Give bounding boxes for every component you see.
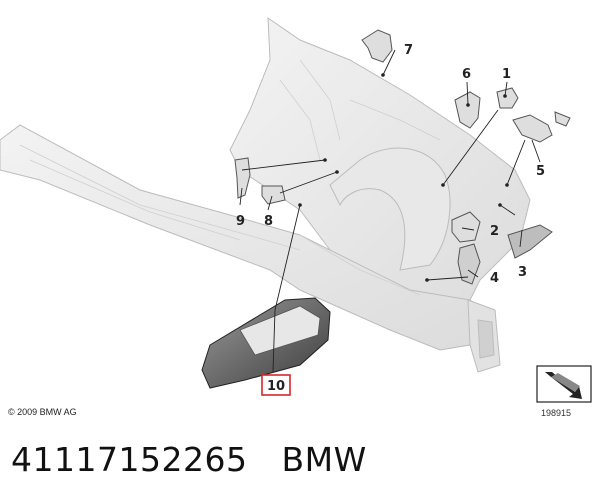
body-structure <box>0 17 531 373</box>
part-10-reinforcement <box>201 297 331 389</box>
callout-10: 10 <box>267 379 285 394</box>
callout-3: 3 <box>518 265 527 280</box>
callout-4: 4 <box>490 271 499 286</box>
footer-caption: 41117152265 BMW <box>11 440 367 479</box>
body-detail-lines <box>19 59 441 296</box>
callout-1: 1 <box>502 67 511 82</box>
callout-2: 2 <box>490 224 499 239</box>
part-number: 41117152265 <box>11 440 248 479</box>
callout-10-highlight-box <box>261 374 291 396</box>
direction-arrow-icon <box>536 365 592 403</box>
callout-5: 5 <box>536 164 545 179</box>
parts-diagram: 1 2 3 4 5 6 7 8 9 10 <box>0 17 592 403</box>
callout-9: 9 <box>236 214 245 229</box>
leader-lines <box>239 49 541 373</box>
bracket-parts <box>234 29 571 285</box>
callout-7: 7 <box>404 43 413 58</box>
callout-8: 8 <box>264 214 273 229</box>
diagram-number: 198915 <box>541 408 572 418</box>
brand-name: BMW <box>281 440 367 479</box>
callout-6: 6 <box>462 67 471 82</box>
copyright-text: © 2009 BMW AG <box>8 407 77 417</box>
leader-dots <box>298 73 509 282</box>
